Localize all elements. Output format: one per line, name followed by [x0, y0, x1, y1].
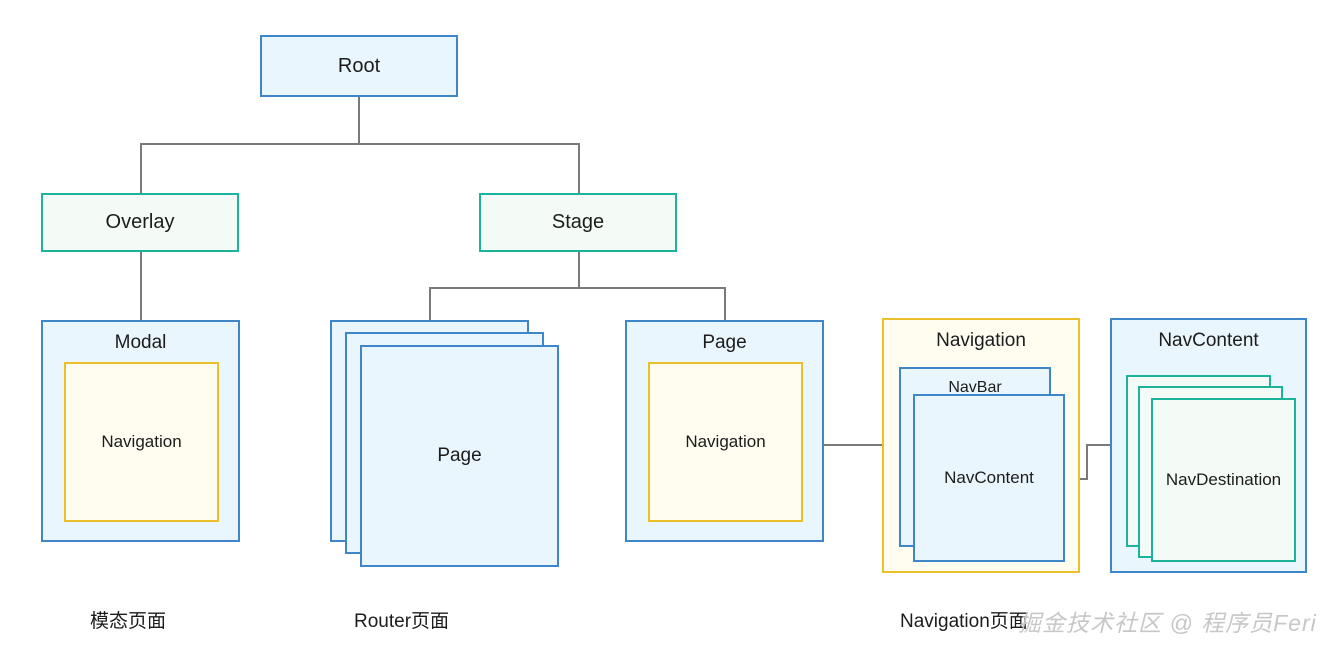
- connector-navcontent-step-upper: [1086, 444, 1110, 446]
- caption-router: Router页面: [354, 611, 450, 632]
- node-page-navigation-label: Navigation: [685, 431, 766, 451]
- node-stage-label: Stage: [551, 211, 605, 234]
- node-navdestination-stack-front[interactable]: NavDestination: [1151, 398, 1296, 562]
- node-root-label: Root: [337, 54, 381, 77]
- caption-modal: 模态页面: [90, 611, 167, 632]
- node-navigation-label: Navigation: [936, 330, 1026, 351]
- connector-page-nav-to-navigation: [822, 444, 882, 446]
- node-modal-label: Modal: [114, 332, 167, 353]
- node-page-label: Page: [702, 332, 747, 353]
- connector-root-bus: [140, 143, 580, 145]
- node-root[interactable]: Root: [260, 35, 458, 97]
- connector-bus-to-overlay: [140, 143, 142, 193]
- watermark-text: 掘金技术社区 @ 程序员Feri: [1018, 610, 1317, 636]
- node-router-page-label: Page: [437, 445, 482, 467]
- node-navcontent-inner[interactable]: NavContent: [913, 394, 1065, 562]
- node-router-page-stack-front[interactable]: Page: [360, 345, 559, 567]
- caption-navigation: Navigation页面: [900, 611, 1028, 632]
- node-navcontent-inner-label: NavContent: [944, 467, 1034, 487]
- node-modal-navigation[interactable]: Navigation: [64, 362, 219, 522]
- connector-navcontent-step-riser: [1086, 445, 1088, 480]
- node-navcontent-label: NavContent: [1158, 330, 1259, 351]
- connector-stage-bus: [429, 287, 725, 289]
- connector-bus-to-stage: [578, 143, 580, 193]
- node-modal-navigation-label: Navigation: [101, 431, 182, 451]
- connector-bus-to-page: [724, 287, 726, 320]
- node-page-navigation[interactable]: Navigation: [648, 362, 803, 522]
- connector-stage-down: [578, 252, 580, 288]
- node-overlay-label: Overlay: [105, 211, 175, 234]
- node-stage[interactable]: Stage: [479, 193, 677, 252]
- connector-overlay-to-modal: [140, 252, 142, 320]
- node-navdestination-label: NavDestination: [1165, 469, 1282, 489]
- node-navbar-label: NavBar: [948, 379, 1002, 396]
- connector-bus-to-router-page: [429, 287, 431, 320]
- node-overlay[interactable]: Overlay: [41, 193, 239, 252]
- connector-root-down: [358, 97, 360, 144]
